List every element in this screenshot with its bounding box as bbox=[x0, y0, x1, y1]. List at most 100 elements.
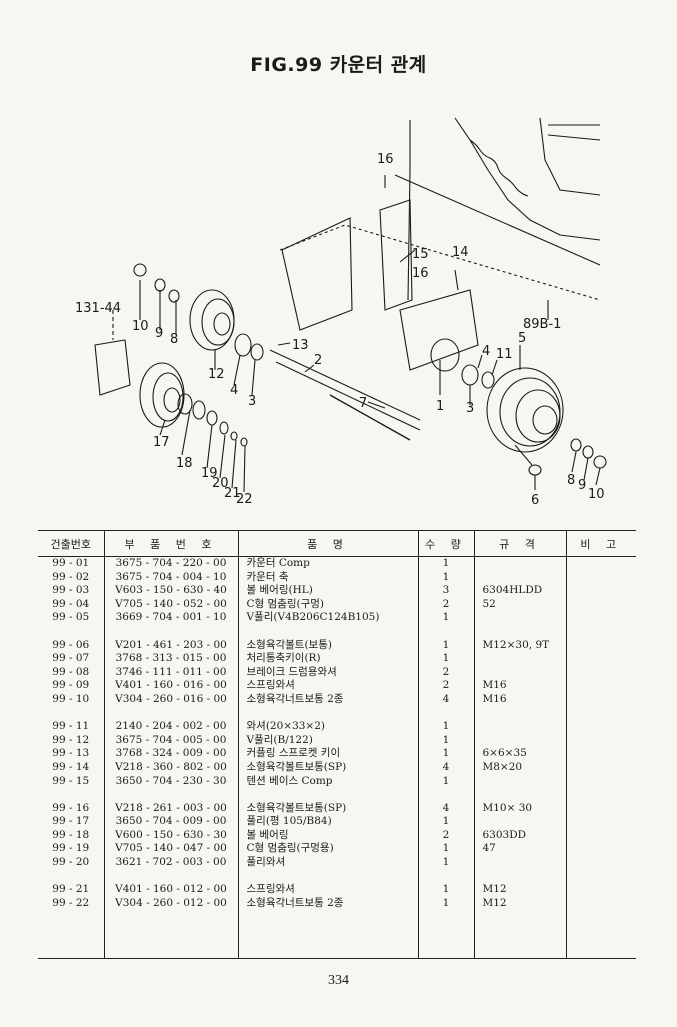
cell-remarks bbox=[565, 597, 636, 612]
cell-spec: 52 bbox=[473, 597, 566, 612]
empty-cell bbox=[417, 910, 474, 960]
cell-ref-no: 99 - 10 bbox=[52, 692, 90, 705]
cell-remarks bbox=[565, 828, 636, 843]
cell-remarks bbox=[565, 747, 636, 761]
cell-quantity: 1 bbox=[417, 570, 474, 585]
cell-spec bbox=[473, 706, 566, 721]
cell-quantity bbox=[417, 706, 474, 721]
cell-remarks bbox=[565, 815, 636, 829]
callout-17: 17 bbox=[153, 435, 170, 450]
cell-quantity: 2 bbox=[417, 679, 474, 693]
cell-spec: M12 bbox=[473, 883, 566, 897]
cell-quantity: 1 bbox=[417, 556, 474, 571]
cell-part-number bbox=[103, 869, 238, 884]
empty-cell bbox=[38, 910, 104, 960]
header-quantity: 수 량 bbox=[417, 530, 474, 557]
cell-ref-no: 99 - 02 bbox=[52, 570, 90, 583]
cell-part-name: 스프링와셔 bbox=[237, 883, 418, 897]
cell-quantity: 1 bbox=[417, 815, 474, 829]
cell-part-name: 카운터 Comp bbox=[237, 556, 418, 571]
cell-part-number: 3768 - 313 - 015 - 00 bbox=[103, 652, 238, 666]
callout-10: 10 bbox=[132, 319, 149, 334]
callout-2: 2 bbox=[314, 353, 322, 368]
cell-part-name: 텐션 베이스 Comp bbox=[237, 774, 418, 789]
callout-20: 20 bbox=[212, 476, 229, 491]
cell-remarks bbox=[565, 760, 636, 775]
callout-89b-1: 89B-1 bbox=[523, 317, 561, 332]
callout-16: 16 bbox=[377, 152, 394, 167]
cell-spec: M16 bbox=[473, 692, 566, 707]
cell-part-number: V218 - 360 - 802 - 00 bbox=[103, 760, 238, 775]
cell-quantity: 4 bbox=[417, 801, 474, 816]
cell-spec bbox=[473, 815, 566, 829]
callout-11: 11 bbox=[496, 347, 513, 362]
callout-5: 5 bbox=[518, 331, 526, 346]
cell-ref-no: 99 - 09 bbox=[52, 679, 90, 692]
cell-part-name: 처리통축키이(R) bbox=[237, 652, 418, 666]
callout-4: 4 bbox=[482, 344, 490, 359]
cell-part-name: V풀리(B/122) bbox=[237, 733, 418, 748]
cell-part-name: 풀리와셔 bbox=[237, 856, 418, 870]
callout-3: 3 bbox=[466, 401, 474, 416]
cell-part-name: 브레이크 드럼용와셔 bbox=[237, 665, 418, 680]
cell-remarks bbox=[565, 652, 636, 666]
cell-part-number: V705 - 140 - 047 - 00 bbox=[103, 842, 238, 857]
cell-ref-no: 99 - 04 bbox=[52, 597, 90, 610]
cell-spec: 47 bbox=[473, 842, 566, 857]
cell-quantity: 1 bbox=[417, 652, 474, 666]
cell-spec: 6304HLDD bbox=[473, 584, 566, 598]
cell-ref-no: 99 - 22 bbox=[52, 896, 90, 909]
table-row bbox=[38, 624, 636, 639]
cell-part-name: 소형육각너트보통 2종 bbox=[237, 692, 418, 707]
cell-ref-no: 99 - 01 bbox=[52, 557, 90, 569]
cell-spec bbox=[473, 869, 566, 884]
cell-part-number: V401 - 160 - 012 - 00 bbox=[103, 883, 238, 897]
cell-ref-no: 99 - 14 bbox=[52, 760, 90, 773]
cell-part-name: 풀리(평 105/B84) bbox=[237, 815, 418, 829]
cell-part-number: 3675 - 704 - 005 - 00 bbox=[103, 733, 238, 748]
cell-remarks bbox=[565, 774, 636, 789]
cell-quantity: 2 bbox=[417, 828, 474, 843]
empty-cell bbox=[103, 910, 238, 960]
cell-quantity: 1 bbox=[417, 856, 474, 870]
cell-part-number: 3675 - 704 - 220 - 00 bbox=[103, 556, 238, 571]
cell-part-number bbox=[103, 706, 238, 721]
callout-18: 18 bbox=[176, 456, 193, 471]
cell-spec: 6×6×35 bbox=[473, 747, 566, 761]
cell-ref-no: 99 - 17 bbox=[52, 815, 90, 828]
cell-ref-no: 99 - 15 bbox=[52, 774, 90, 787]
cell-spec: 6303DD bbox=[473, 828, 566, 843]
table-header-row: 건출번호 부 품 번 호 품 명 수 량 규 격 비 고 bbox=[38, 530, 636, 557]
cell-quantity bbox=[417, 624, 474, 639]
callout-9: 9 bbox=[578, 478, 586, 493]
cell-ref-no: 99 - 05 bbox=[52, 611, 90, 624]
cell-quantity: 2 bbox=[417, 665, 474, 680]
cell-remarks bbox=[565, 883, 636, 897]
cell-part-number: 3621 - 702 - 003 - 00 bbox=[103, 856, 238, 870]
cell-spec bbox=[473, 652, 566, 666]
cell-ref-no: 99 - 07 bbox=[52, 652, 90, 665]
cell-part-name: C형 멈춤링(구멍용) bbox=[237, 842, 418, 857]
cell-quantity: 1 bbox=[417, 883, 474, 897]
cell-part-number: V600 - 150 - 630 - 30 bbox=[103, 828, 238, 843]
callout-4: 4 bbox=[230, 383, 238, 398]
cell-part-number: 2140 - 204 - 002 - 00 bbox=[103, 720, 238, 734]
cell-part-name: V풀리(V4B206C124B105) bbox=[237, 611, 418, 625]
cell-spec: M12×30, 9T bbox=[473, 638, 566, 653]
empty-cell bbox=[237, 910, 418, 960]
callout-10: 10 bbox=[588, 487, 605, 502]
